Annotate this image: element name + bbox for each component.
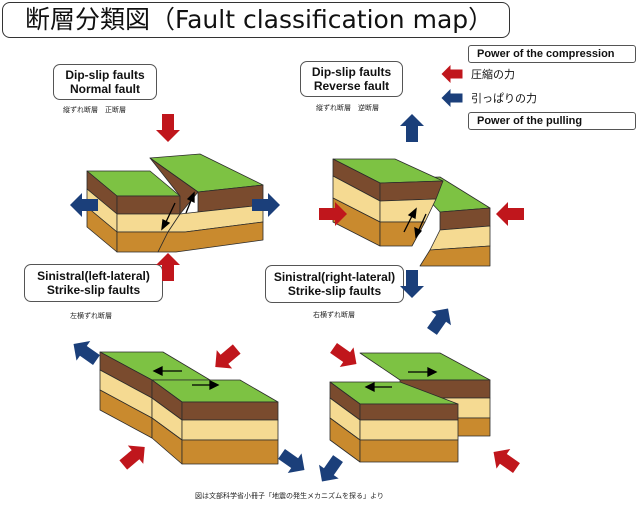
normal-fault-label-line2: Normal fault: [69, 82, 140, 96]
reverse-fault-label-line2: Reverse fault: [313, 79, 390, 93]
dextral-fault-block: [329, 352, 491, 463]
legend-compression-title: Power of the compression: [468, 45, 636, 63]
normal-slip-arrows: [161, 191, 195, 231]
dextral-fault-label-line2: Strike-slip faults: [287, 284, 382, 298]
legend-pulling-arrow: [441, 89, 463, 107]
legend-compression-label: 圧縮の力: [471, 68, 515, 81]
reverse-fault-label-line1: Dip-slip faults: [311, 65, 392, 79]
normal-compression-arrow-top: [156, 114, 180, 142]
dextral-fault-label: Sinistral(right-lateral) Strike-slip fau…: [265, 265, 404, 303]
dextral-fault-jp: 右横ずれ断層: [313, 311, 355, 319]
normal-fault-jp: 縦ずれ断層 正断層: [63, 106, 126, 114]
reverse-slip-arrows: [403, 207, 427, 239]
normal-compression-arrow-bottom: [156, 253, 180, 281]
normal-fault-label-line1: Dip-slip faults: [65, 68, 145, 82]
page-title: 断層分類図（Fault classification map）: [2, 2, 510, 38]
dextral-pulling-arrow-bottomleft: [312, 451, 348, 489]
sinistral-fault-label-line2: Strike-slip faults: [46, 283, 141, 297]
sinistral-fault-block: [99, 351, 279, 465]
sinistral-pulling-arrow-bottomright: [274, 444, 312, 480]
reverse-pulling-arrow-top: [400, 114, 424, 142]
dextral-compression-arrow-topleft: [326, 338, 364, 374]
legend-pulling-label: 引っぱりの力: [471, 92, 537, 105]
sinistral-fault-jp: 左横ずれ断層: [70, 312, 112, 320]
sinistral-pulling-arrow-topleft: [66, 334, 104, 370]
legend-compression-arrow: [441, 65, 463, 83]
dextral-slip-arrows: [364, 366, 438, 393]
sinistral-fault-label-line1: Sinistral(left-lateral): [37, 269, 150, 283]
dextral-fault-label-line1: Sinistral(right-lateral): [273, 270, 396, 284]
reverse-fault-block: [332, 158, 491, 267]
reverse-fault-label: Dip-slip faults Reverse fault: [300, 61, 403, 97]
reverse-compression-arrow-right: [496, 202, 524, 226]
reverse-fault-jp: 縦ずれ断層 逆断層: [316, 104, 379, 112]
sinistral-fault-label: Sinistral(left-lateral) Strike-slip faul…: [24, 264, 163, 302]
sinistral-compression-arrow-bottomleft: [115, 437, 153, 475]
sinistral-compression-arrow-topright: [207, 339, 245, 377]
source-note: 図は文部科学省小冊子「地震の発生メカニズムを探る」より: [195, 492, 384, 500]
dextral-pulling-arrow-topright: [422, 301, 458, 339]
legend-pulling-title: Power of the pulling: [468, 112, 636, 130]
sinistral-slip-arrows: [152, 365, 220, 391]
normal-fault-label: Dip-slip faults Normal fault: [53, 64, 157, 100]
reverse-pulling-arrow-bottom: [400, 270, 424, 298]
dextral-compression-arrow-bottomright: [486, 442, 524, 478]
